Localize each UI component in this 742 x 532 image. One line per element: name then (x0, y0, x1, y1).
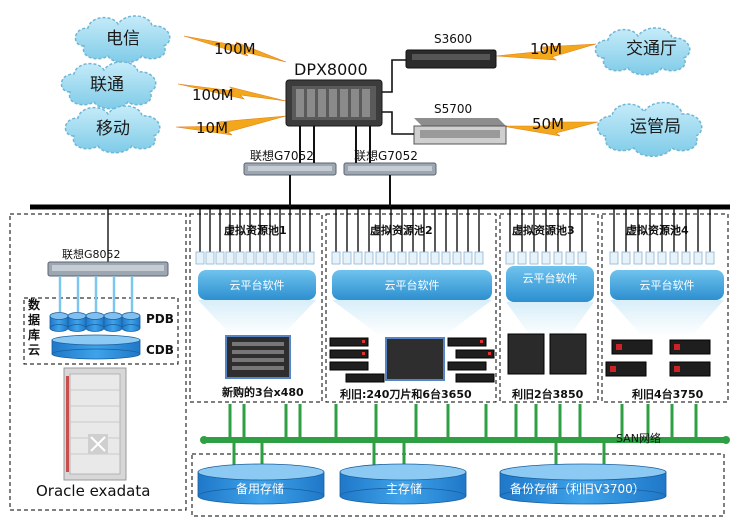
switch-g7052-right (343, 162, 437, 176)
pool3-title: 虚拟资源池3 (512, 224, 575, 237)
oracle-exadata-rack (63, 367, 127, 481)
storage-backup-cylinder (197, 463, 325, 505)
pdb-cylinders (49, 312, 141, 332)
vm-icons (195, 251, 715, 265)
core-to-g7052-links (299, 126, 371, 163)
s5700-label: S5700 (434, 102, 473, 116)
switch-g8052 (47, 261, 169, 277)
pool1-server (225, 335, 291, 379)
pool2-server-lights (362, 340, 491, 355)
san-bus-ends (200, 436, 730, 444)
cloud-platform-bars (198, 266, 724, 302)
database-cloud-box (23, 297, 179, 365)
pool3-caption: 利旧2台3850 (512, 388, 584, 401)
storage-zone-box (191, 453, 725, 517)
pool4-software-label: 云平台软件 (639, 279, 695, 292)
g7052-left-label: 联想G7052 (250, 149, 314, 163)
pool2-box (325, 213, 497, 403)
link-transport-speed: 10M (530, 40, 563, 58)
san-vertical-links (228, 404, 698, 466)
g7052-to-bus (289, 175, 391, 207)
pool3-software-bar (506, 266, 594, 302)
pool2-caption: 利旧:240刀片和6台3650 (340, 388, 472, 401)
link-ops-speed: 50M (532, 115, 565, 133)
pool4-servers (605, 339, 711, 377)
carrier-unicom-label: 联通 (90, 75, 124, 95)
g8052-to-db-links (58, 276, 134, 312)
pool1-title: 虚拟资源池1 (224, 224, 287, 237)
storage-archive-label: 备份存储（利旧V3700） (510, 482, 645, 496)
lightning-bolt-mobile (175, 115, 287, 136)
lightning-bolt-telecom (183, 35, 287, 63)
s3600-label: S3600 (434, 32, 473, 46)
storage-main-cylinder (339, 463, 467, 505)
pool3-servers (507, 333, 587, 375)
oracle-exadata-label: Oracle exadata (36, 482, 151, 500)
cloud-ops (597, 101, 703, 157)
cdb-cylinder (51, 334, 141, 360)
lightning-bolt-transport (495, 43, 597, 61)
pool3-box (499, 213, 599, 403)
pool4-box (601, 213, 729, 403)
database-zone-box (9, 213, 187, 511)
pool2-title: 虚拟资源池2 (370, 224, 433, 237)
storage-main-label: 主存储 (386, 482, 423, 496)
pdb-label: PDB (146, 312, 174, 326)
g8052-label: 联想G8052 (62, 248, 121, 261)
cloud-telecom (74, 15, 171, 64)
wan-links (175, 35, 599, 137)
switch-s5700 (413, 118, 507, 145)
carrier-telecom-label: 电信 (106, 29, 140, 49)
carrier-ops-label: 运管局 (630, 117, 681, 137)
storage-archive-cylinder (499, 463, 667, 505)
core-router-dpx8000 (285, 79, 383, 127)
pool4-server-lights (610, 344, 680, 372)
pool4-software-bar (610, 270, 724, 300)
core-uplinks (382, 59, 414, 135)
pool3-software-label: 云平台软件 (522, 272, 578, 285)
cloud-mobile (64, 105, 161, 154)
database-cloud-label: 数据库云 (28, 298, 41, 357)
pool4-caption: 利旧4台3750 (632, 388, 704, 401)
pool1-software-label: 云平台软件 (229, 279, 285, 292)
core-router-label: DPX8000 (294, 60, 368, 79)
link-telecom-speed: 100M (214, 40, 256, 58)
cloud-transport (594, 27, 691, 76)
cdb-label: CDB (146, 343, 174, 357)
san-label: SAN网络 (616, 432, 661, 445)
carrier-transport-label: 交通厅 (626, 39, 677, 59)
pool1-caption: 新购的3台x480 (222, 386, 304, 399)
switch-g7052-left (243, 162, 337, 176)
switch-s3600 (405, 49, 497, 69)
pool2-software-bar (332, 270, 492, 300)
carrier-mobile-label: 移动 (96, 119, 130, 139)
lightning-bolt-ops (501, 121, 599, 137)
pool1-box (189, 213, 323, 403)
g7052-right-label: 联想G7052 (354, 149, 418, 163)
pool2-software-label: 云平台软件 (384, 279, 440, 292)
link-mobile-speed: 10M (196, 119, 229, 137)
bus-drops (107, 207, 711, 262)
link-unicom-speed: 100M (192, 86, 234, 104)
storage-backup-label: 备用存储 (236, 482, 285, 496)
pool2-servers (329, 337, 495, 383)
pool-funnels (198, 300, 724, 338)
pool4-title: 虚拟资源池4 (626, 224, 689, 237)
group-boxes (9, 213, 729, 517)
cloud-unicom (60, 61, 157, 110)
pool1-software-bar (198, 270, 316, 300)
